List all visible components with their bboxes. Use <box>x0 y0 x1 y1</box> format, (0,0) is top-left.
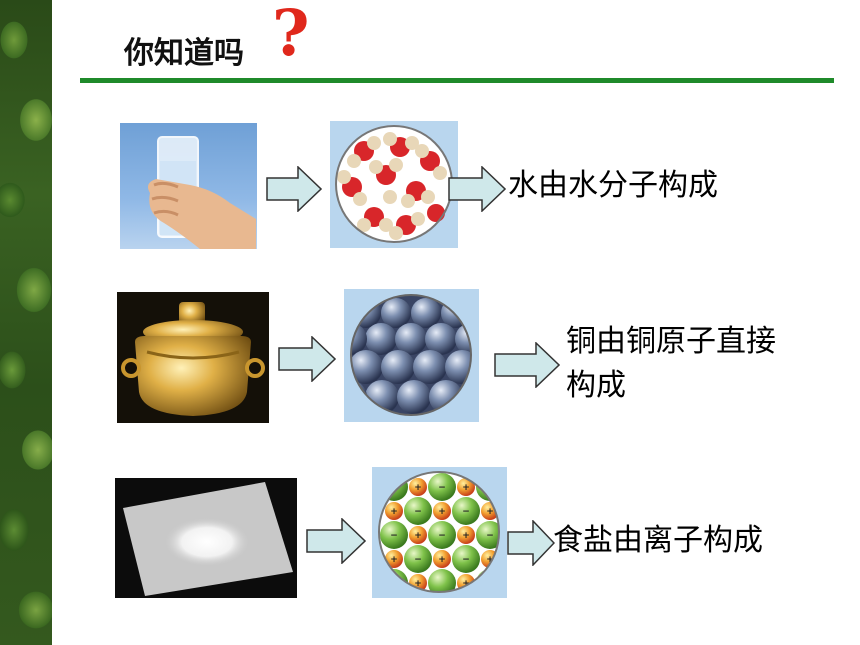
arrow-right-icon <box>278 336 336 382</box>
water-molecule-model <box>330 121 458 248</box>
svg-text:−: − <box>438 483 446 493</box>
svg-text:+: + <box>438 507 446 517</box>
slide-title: 你知道吗 <box>124 36 244 71</box>
svg-text:−: − <box>462 555 470 565</box>
svg-text:−: − <box>414 555 422 565</box>
svg-text:+: + <box>462 531 470 541</box>
svg-text:+: + <box>390 555 398 565</box>
svg-text:−: − <box>438 531 446 541</box>
svg-text:−: − <box>486 531 494 541</box>
svg-text:−: − <box>486 483 494 493</box>
svg-text:+: + <box>486 555 494 565</box>
table-salt-photo <box>115 478 297 598</box>
svg-text:+: + <box>414 483 422 493</box>
salt-composition-label: 食盐由离子构成 <box>553 523 763 558</box>
copper-atom-model <box>344 289 479 422</box>
copper-pot-photo <box>117 292 269 423</box>
svg-text:+: + <box>462 483 470 493</box>
svg-text:+: + <box>438 555 446 565</box>
svg-text:−: − <box>462 507 470 517</box>
svg-text:+: + <box>414 579 422 589</box>
arrow-right-icon <box>494 342 560 388</box>
salt-ion-model: ++ +++ ++ +++ ++ −−− −− −−− −− <box>372 467 507 598</box>
arrow-right-icon <box>448 166 506 212</box>
svg-text:+: + <box>390 507 398 517</box>
svg-text:+: + <box>462 579 470 589</box>
copper-composition-label: 铜由铜原子直接构成 <box>566 324 776 403</box>
svg-text:−: − <box>414 507 422 517</box>
arrow-right-icon <box>507 520 555 566</box>
svg-text:+: + <box>486 507 494 517</box>
water-composition-label: 水由水分子构成 <box>508 168 718 203</box>
arrow-right-icon <box>306 518 366 564</box>
svg-text:+: + <box>414 531 422 541</box>
title-underline <box>80 78 834 83</box>
glass-of-water-photo <box>120 123 257 249</box>
leaf-decoration-strip <box>0 0 52 645</box>
svg-text:−: − <box>390 531 398 541</box>
arrow-right-icon <box>266 166 322 212</box>
question-mark-icon: ? <box>272 0 310 71</box>
